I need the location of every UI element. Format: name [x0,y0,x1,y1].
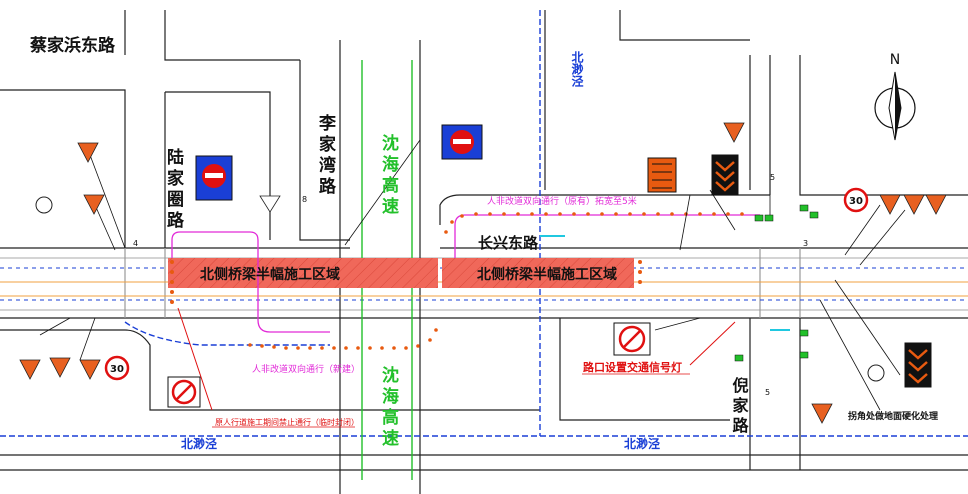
dim-left: 4 [133,239,138,248]
north-arrow: N [874,52,916,141]
chevron-board-3 [904,342,932,388]
chevron-board-1 [647,157,677,193]
work-zone-right-label: 北侧桥梁半幅施工区域 [477,266,617,283]
sign-circle-small [35,196,53,214]
no-entry-sign-right [441,124,483,160]
chevron-board-2 [711,154,739,196]
label-beisheng-bottom-right: 北渺泾 [624,436,660,451]
signal-heads [734,204,819,362]
no-entry-sign-left [195,155,233,201]
north-label: N [890,52,900,68]
speed-limit-text-left: 30 [110,364,124,375]
pedestrian-reroute [171,214,760,333]
dimension-labels: 4 8 5 5 3 [133,173,808,397]
speed-limit-signs: 30 30 [35,187,885,382]
river-lines [0,10,968,437]
work-zone-right-hatch [442,258,634,288]
label-shenhai-bottom: 沈海高速 [378,365,399,450]
no-pedestrian-sign-right [613,322,651,356]
warning-sign-triangles [19,122,947,424]
note-signal-lights: 路口设置交通信号灯 [583,360,682,374]
label-lijiawan: 李家湾路 [315,113,336,198]
note-sidewalk-closed: 原人行道施工期间禁止通行（临时封闭） [215,417,359,427]
barrier-dots [170,212,744,350]
label-shenhai-top: 沈海高速 [378,133,399,218]
label-nijia: 倪家路 [730,376,749,437]
work-zone-left-hatch [168,258,438,288]
sign-leaders [39,139,906,411]
label-caijiabang: 蔡家浜东路 [29,35,116,56]
annotation-leaders [177,307,736,411]
note-ped-reroute-new: 人非改道双向通行（新建） [252,363,360,375]
beisheng-top-text: 北渺泾 [548,50,584,88]
dim-lijiawan: 8 [302,195,307,204]
label-beisheng-top: 北渺泾 [548,50,584,88]
speed-limit-sign-left [104,355,130,381]
dim-nijia-top: 5 [770,173,775,182]
dim-nijia-bottom: 5 [765,388,770,397]
label-beisheng-bottom-left: 北渺泾 [181,436,217,451]
sign-circle-small-right [867,364,885,382]
work-zone-left-label: 北侧桥梁半幅施工区域 [200,266,340,283]
label-changxing: 长兴东路 [478,234,539,252]
cyan-markers [540,235,790,331]
speed-limit-sign-right [843,187,869,213]
dim-east: 3 [803,239,808,248]
note-corner-hardening: 拐角处做地面硬化处理 [848,410,938,422]
note-ped-reroute-existing: 人非改道双向通行（原有）拓宽至5米 [487,195,637,207]
label-lujiaquan: 陆家圈路 [163,148,184,232]
speed-limit-text-right: 30 [849,196,863,207]
no-pedestrian-sign-left [167,376,201,408]
